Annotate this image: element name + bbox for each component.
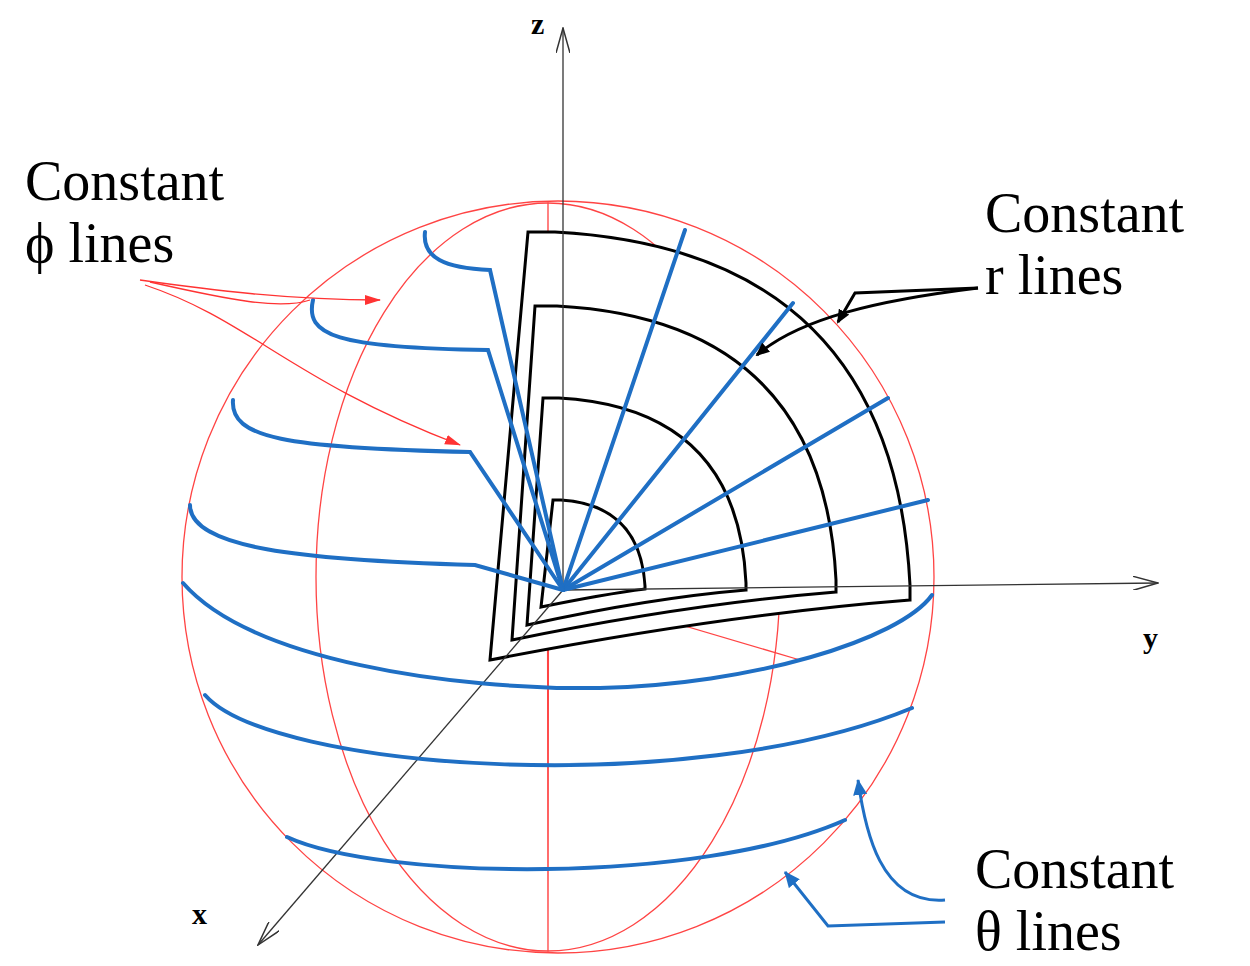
axis-label: y	[1143, 622, 1158, 654]
sphere-grid	[182, 201, 934, 953]
constant-theta-lines	[183, 230, 932, 869]
axis-label: z	[531, 8, 544, 40]
axes	[258, 28, 1158, 945]
phi-leaders	[140, 280, 460, 445]
theta-leaders	[785, 780, 945, 926]
constant-r-lines	[490, 232, 910, 660]
callout-label: Constant θ lines	[975, 838, 1199, 962]
callout-label: Constant ϕ lines	[25, 150, 249, 274]
r-leaders	[757, 288, 978, 355]
callout-label: Constant r lines	[985, 182, 1209, 306]
axis-label: x	[192, 898, 207, 930]
cutaway	[490, 232, 910, 660]
